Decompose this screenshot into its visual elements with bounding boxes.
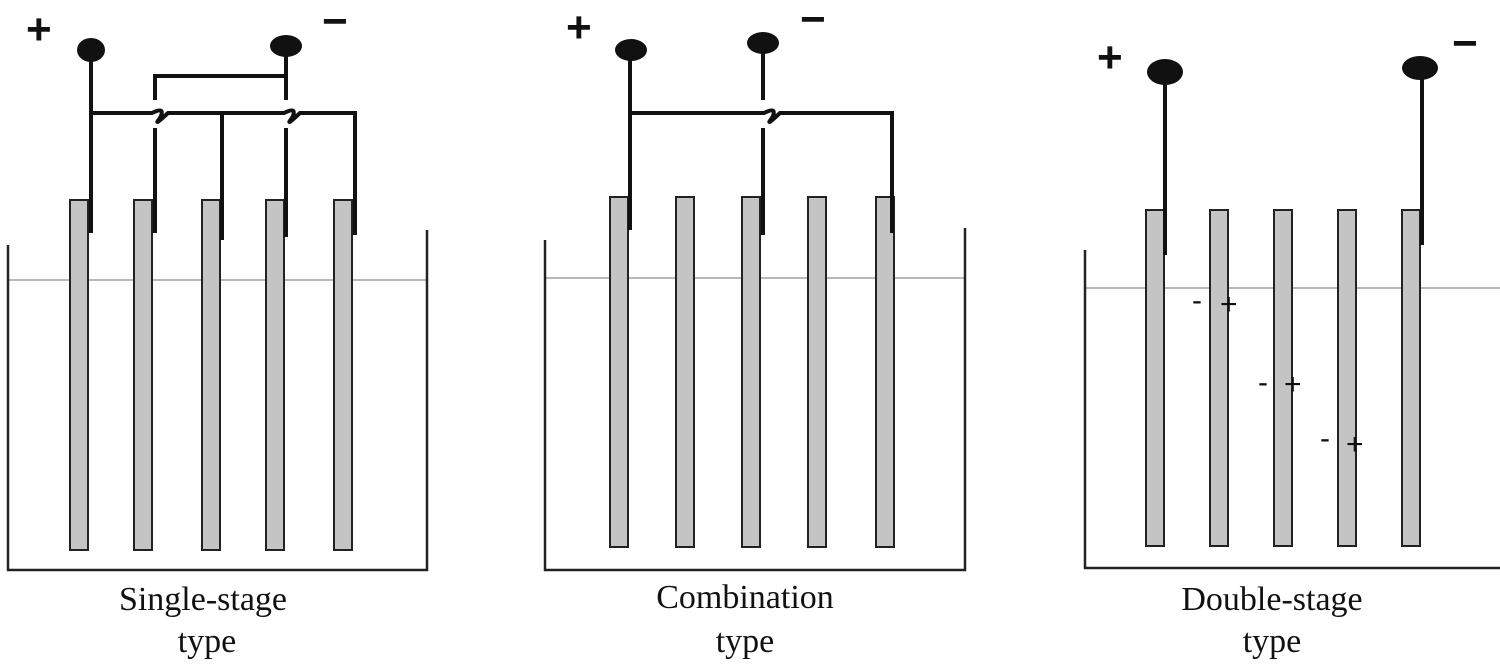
negative-charge-sign: - xyxy=(1258,366,1268,399)
electrode-plate xyxy=(1145,209,1165,547)
electrode-plate xyxy=(875,196,895,548)
tank xyxy=(543,228,967,572)
caption-line-2: type xyxy=(178,623,237,660)
induced-charge-plate-4: - + xyxy=(1320,422,1364,461)
electrode-plate xyxy=(1273,209,1293,547)
negative-sign: − xyxy=(800,0,826,44)
negative-terminal xyxy=(270,35,302,57)
electrode-plate xyxy=(133,199,153,551)
caption-line-1: Combination xyxy=(656,579,834,616)
negative-wire xyxy=(153,48,288,237)
electrode-plate xyxy=(1337,209,1357,547)
positive-charge-sign: + xyxy=(1346,428,1364,461)
electrode-plate xyxy=(69,199,89,551)
negative-charge-sign: - xyxy=(1192,284,1202,317)
tank xyxy=(6,230,429,572)
panel-double-stage: + − - + - + - + Double-stage type xyxy=(1083,19,1500,660)
electrode-plate xyxy=(741,196,761,548)
negative-charge-sign: - xyxy=(1320,422,1330,455)
electrode-plate xyxy=(675,196,695,548)
electrode-plate xyxy=(1401,209,1421,547)
caption-line-2: type xyxy=(1243,623,1302,660)
negative-terminal xyxy=(1402,56,1438,80)
positive-wire xyxy=(89,52,357,240)
panel-combination: + − Combination type xyxy=(543,0,967,660)
positive-terminal xyxy=(1147,59,1183,85)
induced-charge-plate-3: - + xyxy=(1258,366,1302,401)
positive-sign: + xyxy=(566,3,592,52)
negative-sign: − xyxy=(322,0,348,46)
caption-line-2: type xyxy=(716,623,775,660)
caption-line-1: Double-stage xyxy=(1181,581,1362,618)
positive-sign: + xyxy=(26,5,52,54)
electrode-plate xyxy=(333,199,353,551)
positive-sign: + xyxy=(1097,33,1123,82)
electrode-plate xyxy=(265,199,285,551)
electrode-plate xyxy=(1209,209,1229,547)
negative-sign: − xyxy=(1452,19,1478,68)
positive-wire xyxy=(628,52,894,233)
caption-line-1: Single-stage xyxy=(119,581,287,618)
induced-charge-plate-2: - + xyxy=(1192,284,1238,321)
positive-terminal xyxy=(615,39,647,61)
electrode-plate xyxy=(201,199,221,551)
positive-terminal xyxy=(77,38,105,62)
tank xyxy=(1083,250,1500,570)
positive-charge-sign: + xyxy=(1220,288,1238,321)
positive-charge-sign: + xyxy=(1284,368,1302,401)
electrode-plate xyxy=(807,196,827,548)
negative-terminal xyxy=(747,32,779,54)
panel-single-stage: + − Single-stage type xyxy=(6,0,429,660)
electrode-plate xyxy=(609,196,629,548)
